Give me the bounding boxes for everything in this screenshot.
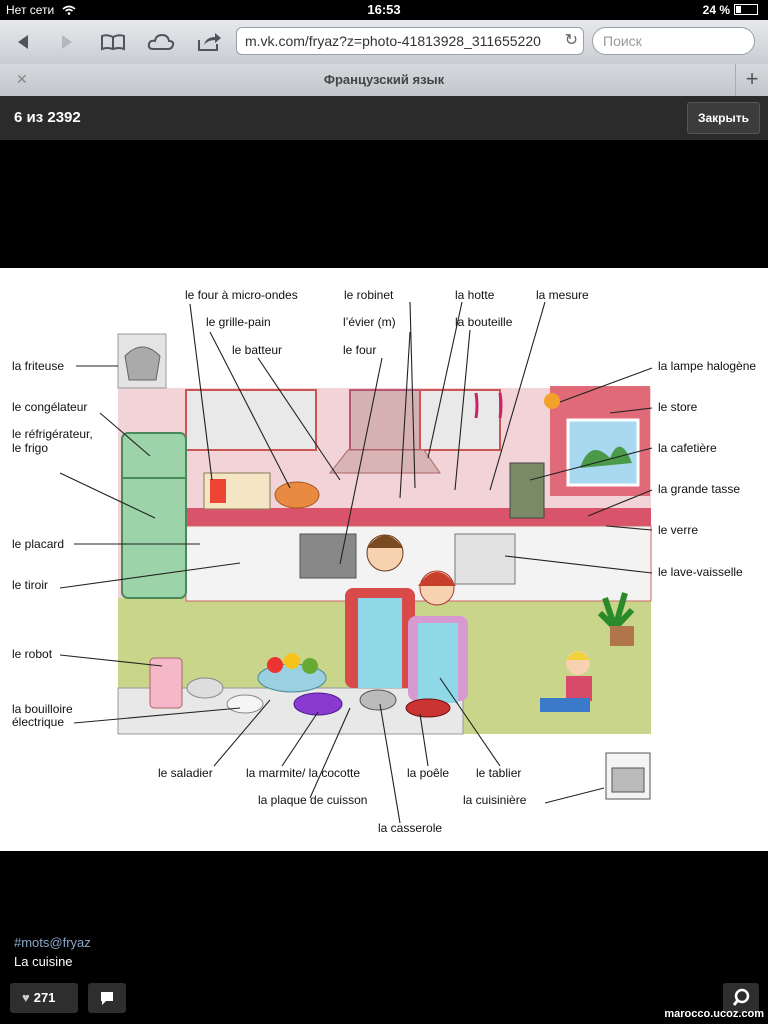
label-congelateur: le congélateur <box>12 400 88 414</box>
label-refrigerateur: le réfrigérateur, <box>12 427 93 441</box>
kitchen-vocabulary-image[interactable]: le four à micro-ondes le robinet la hott… <box>0 268 768 851</box>
zoom-button[interactable] <box>723 983 759 1013</box>
label-friteuse: la friteuse <box>12 359 65 373</box>
magnifier-icon <box>732 988 750 1006</box>
url-text: m.vk.com/fryaz?z=photo-41813928_31165522… <box>245 33 541 49</box>
forward-arrow-icon <box>62 35 72 49</box>
heart-icon: ♥ <box>22 990 30 1005</box>
close-viewer-button[interactable]: Закрыть <box>686 102 760 134</box>
status-bar: Нет сети 16:53 24 % <box>0 0 768 20</box>
label-lave-vaisselle: le lave-vaisselle <box>658 565 743 579</box>
back-button[interactable] <box>6 28 40 56</box>
label-mesure: la mesure <box>536 288 589 302</box>
label-electrique: électrique <box>12 715 65 729</box>
like-count: 271 <box>33 990 56 1005</box>
back-arrow-icon <box>18 35 28 49</box>
clock: 16:53 <box>367 2 401 17</box>
label-grille-pain: le grille-pain <box>206 315 271 329</box>
tab-bar: ✕ Французский язык + <box>0 64 768 97</box>
label-robot: le robot <box>12 647 53 661</box>
label-tablier: le tablier <box>476 766 522 780</box>
like-button[interactable]: ♥271 <box>10 983 78 1013</box>
label-lampe-halogene: la lampe halogène <box>658 359 757 373</box>
photo-counter: 6 из 2392 <box>14 109 81 126</box>
label-verre: le verre <box>658 523 699 537</box>
close-tab-icon[interactable]: ✕ <box>16 71 28 87</box>
book-icon <box>101 34 125 51</box>
icloud-tabs-button[interactable] <box>144 28 178 56</box>
label-four: le four <box>343 343 377 357</box>
battery-status: 24 % <box>703 3 758 17</box>
label-batteur: le batteur <box>232 343 283 357</box>
share-icon <box>198 33 221 51</box>
label-poele: la poêle <box>407 766 450 780</box>
watermark: marocco.ucoz.com <box>664 1008 764 1020</box>
label-bouilloire: la bouilloire <box>12 702 73 716</box>
search-field[interactable]: Поиск <box>592 27 755 55</box>
label-saladier: le saladier <box>158 766 213 780</box>
label-bouteille: la bouteille <box>455 315 513 329</box>
battery-icon <box>734 4 758 15</box>
label-store: le store <box>658 400 698 414</box>
label-cuisiniere: la cuisinière <box>463 793 527 807</box>
comment-icon <box>101 992 113 1005</box>
photo-caption: #mots@fryaz La cuisine <box>14 935 91 969</box>
caption-text: La cuisine <box>14 954 73 969</box>
kitchen-illustration <box>59 301 653 824</box>
label-placard: le placard <box>12 537 65 551</box>
comment-button[interactable] <box>88 983 126 1013</box>
share-button[interactable] <box>192 28 226 56</box>
label-four-micro-ondes: le four à micro-ondes <box>185 288 298 302</box>
hashtag-link[interactable]: #mots@fryaz <box>14 935 91 950</box>
label-frigo: le frigo <box>12 441 49 455</box>
label-cafetiere: la cafetière <box>658 441 717 455</box>
label-evier: l’évier (m) <box>343 315 396 329</box>
label-marmite-cocotte: la marmite/ la cocotte <box>246 766 361 780</box>
forward-button[interactable] <box>50 28 84 56</box>
cloud-icon <box>147 33 175 50</box>
label-plaque-de-cuisson: la plaque de cuisson <box>258 793 368 807</box>
reload-icon[interactable]: ↻ <box>564 32 578 49</box>
tab-title[interactable]: Французский язык <box>323 72 445 87</box>
label-casserole: la casserole <box>378 821 443 835</box>
photo-viewer-header: 6 из 2392 Закрыть <box>0 96 768 140</box>
label-robinet: le robinet <box>344 288 394 302</box>
label-tiroir: le tiroir <box>12 578 49 592</box>
wifi-icon <box>62 5 76 15</box>
address-bar[interactable]: m.vk.com/fryaz?z=photo-41813928_31165522… <box>236 27 584 55</box>
bookmarks-button[interactable] <box>96 28 130 56</box>
browser-toolbar: m.vk.com/fryaz?z=photo-41813928_31165522… <box>0 20 768 65</box>
label-grande-tasse: la grande tasse <box>658 482 741 496</box>
label-hotte: la hotte <box>455 288 495 302</box>
new-tab-button[interactable]: + <box>735 64 768 96</box>
carrier-label: Нет сети <box>6 3 76 17</box>
